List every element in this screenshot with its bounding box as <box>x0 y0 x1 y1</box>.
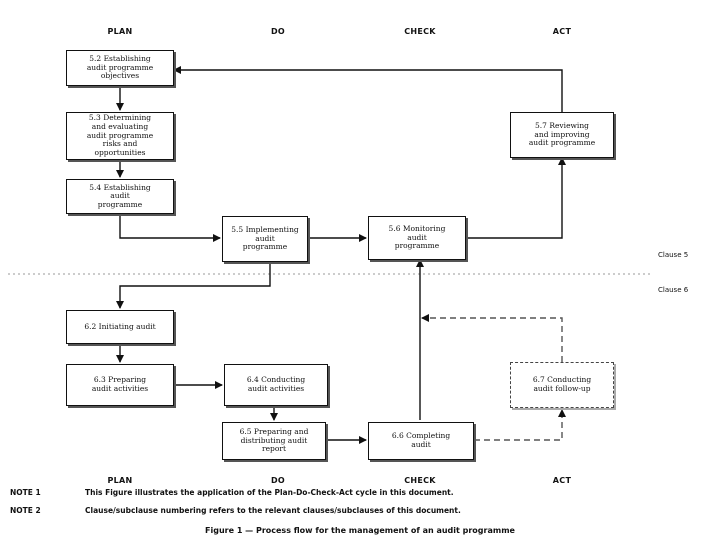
box-5-2-establishing-objectives[interactable]: 5.2 Establishing audit programme objecti… <box>66 50 174 86</box>
note-1-text: This Figure illustrates the application … <box>85 488 454 497</box>
box-6-4-conducting-activities[interactable]: 6.4 Conducting audit activities <box>224 364 328 406</box>
header-check-bottom: CHECK <box>404 476 436 485</box>
box-6-3-preparing-activities[interactable]: 6.3 Preparing audit activities <box>66 364 174 406</box>
note-2: NOTE 2 Clause/subclause numbering refers… <box>10 506 461 515</box>
header-plan-top: PLAN <box>107 27 133 36</box>
arrow-66-67 <box>474 409 566 441</box>
header-act-bottom: ACT <box>552 476 572 485</box>
notes-block: NOTE 1 This Figure illustrates the appli… <box>10 488 461 524</box>
note-2-key: NOTE 2 <box>10 506 41 515</box>
header-check-top: CHECK <box>404 27 436 36</box>
clause-6-label: Clause 6 <box>658 286 689 294</box>
box-6-5-preparing-report[interactable]: 6.5 Preparing and distributing audit rep… <box>222 422 326 460</box>
header-plan-bottom: PLAN <box>107 476 133 485</box>
header-do-bottom: DO <box>270 476 286 485</box>
box-5-6-monitoring-programme[interactable]: 5.6 Monitoring audit programme <box>368 216 466 260</box>
note-2-text: Clause/subclause numbering refers to the… <box>85 506 461 515</box>
note-1: NOTE 1 This Figure illustrates the appli… <box>10 488 461 497</box>
arrow-55-62 <box>116 262 271 309</box>
arrow-54-55 <box>119 214 221 242</box>
box-5-5-implementing-programme[interactable]: 5.5 Implementing audit programme <box>222 216 308 262</box>
box-6-7-audit-follow-up[interactable]: 6.7 Conducting audit follow-up <box>510 362 614 408</box>
box-6-6-completing-audit[interactable]: 6.6 Completing audit <box>368 422 474 460</box>
note-1-key: NOTE 1 <box>10 488 41 497</box>
box-6-2-initiating-audit[interactable]: 6.2 Initiating audit <box>66 310 174 344</box>
arrow-57-52 <box>173 66 563 112</box>
header-act-top: ACT <box>552 27 572 36</box>
box-5-3-risks-opportunities[interactable]: 5.3 Determining and evaluating audit pro… <box>66 112 174 160</box>
arrow-67-66 <box>421 314 563 362</box>
arrow-56-57 <box>466 157 566 239</box>
box-5-7-reviewing-programme[interactable]: 5.7 Reviewing and improving audit progra… <box>510 112 614 158</box>
clause-5-label: Clause 5 <box>658 251 689 259</box>
header-do-top: DO <box>270 27 286 36</box>
figure-caption: Figure 1 — Process flow for the manageme… <box>205 526 515 535</box>
box-5-4-establishing-programme[interactable]: 5.4 Establishing audit programme <box>66 179 174 214</box>
